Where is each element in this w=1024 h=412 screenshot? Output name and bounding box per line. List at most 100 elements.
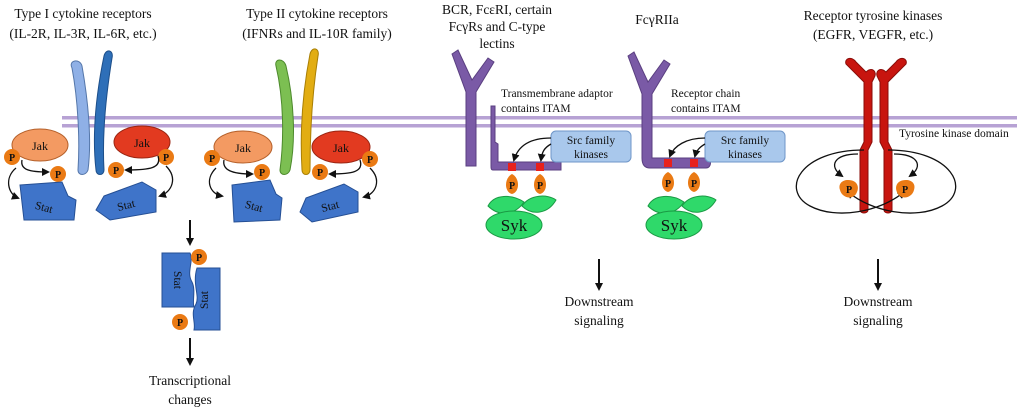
panel-title-line: Type I cytokine receptors [14,6,151,21]
stat-right [95,181,157,221]
phospho-p [534,174,546,194]
annotation-line: contains ITAM [501,103,571,115]
jak-label: Jak [235,141,251,155]
outcome-label: changes [168,392,211,407]
panel-receptor-tyrosine-kinases: Receptor tyrosine kinases (EGFR, VEGFR, … [795,8,1009,328]
phospho-p [50,166,66,182]
phosphorylation-arrow [362,167,378,200]
p-label: P [163,153,169,164]
jak-right [113,125,171,159]
p-label: P [177,318,183,329]
transmembrane-adaptor [490,105,562,171]
annotation-line: Receptor chain [671,88,741,100]
itam-motif [690,159,698,167]
panel-bcr-itam-receptors: BCR, FcεRI, certain FcγRs and C-type lec… [442,2,634,328]
annotation-line: Transmembrane adaptor [501,88,613,100]
outcome-label: signaling [853,313,903,328]
receptor-chain-a [275,59,294,175]
annotation-line: Tyrosine kinase domain [899,128,1009,140]
receptor-chain-b [300,48,319,175]
outcome-label: Downstream [565,294,634,309]
p-label: P [209,154,215,165]
phosphorylation-arrow [893,153,919,178]
jak-right [311,130,371,164]
panel-title-line: FcγRs and C-type [449,19,546,34]
outcome-label: signaling [574,313,624,328]
outcome-label: Transcriptional [149,373,231,388]
phospho-p [839,180,858,198]
receptor-chain-with-itam [627,51,711,169]
jak-label: Jak [134,136,150,150]
p-label: P [113,166,119,177]
p-label: P [665,179,671,190]
phosphorylation-arrow [511,137,552,162]
p-label: P [902,185,908,196]
panel-title-line: BCR, FcεRI, certain [442,2,552,17]
panel-type1-cytokine-receptors: Type I cytokine receptors (IL-2R, IL-3R,… [4,6,174,221]
y-shaped-receptor [451,49,495,167]
phospho-p [362,151,378,167]
stat-label: Stat [320,199,341,215]
phospho-p [312,164,328,180]
p-label: P [196,253,202,264]
panel-title-line: lectins [479,36,514,51]
stat-label: Stat [199,290,211,309]
phospho-p [896,180,915,198]
panel-title-line: Type II cytokine receptors [246,6,388,21]
phosphorylation-arrow [537,143,552,162]
p-label: P [509,181,515,192]
stat-right [299,183,359,223]
panel-type2-cytokine-receptors: Type II cytokine receptors (IFNRs and IL… [204,6,392,223]
receptor-chain-a [70,60,91,175]
jak-label: Jak [333,141,349,155]
annotation-line: contains ITAM [671,103,741,115]
phospho-p [688,172,700,192]
panel-title-line: (IFNRs and IL-10R family) [242,26,392,41]
stat-label: Stat [244,199,265,215]
src-family-kinases-box [704,130,786,163]
phosphorylation-arrow [8,167,20,200]
p-label: P [259,168,265,179]
itam-motif [664,159,672,167]
phosphorylation-arrow [328,159,362,178]
p-label: P [9,153,15,164]
phosphorylation-arrow [158,165,174,198]
phosphorylation-arrow [223,159,254,178]
phosphorylation-arrow [124,155,160,174]
phospho-p [4,149,20,165]
phosphorylation-arrow [21,159,50,176]
phospho-p [204,150,220,166]
stat-label: Stat [34,200,55,216]
syk-label: Syk [501,216,528,235]
stat-dimer-right [192,267,221,331]
panel-title-line: FcγRIIa [635,12,678,27]
receptor-chain-b [93,50,113,175]
phospho-p [191,249,207,265]
phospho-p [172,314,188,330]
p-label: P [317,168,323,179]
src-family-kinases-box [550,130,632,163]
p-label: P [55,170,61,181]
p-label: P [846,185,852,196]
phospho-p [254,164,270,180]
syk-kinase: Syk [485,195,557,240]
jak-left [11,128,69,162]
jak-label: Jak [32,139,48,153]
jak-left [213,130,273,164]
panel-title-line: (EGFR, VEGFR, etc.) [813,27,933,42]
cross-phosphorylation-loop [846,149,957,214]
phospho-p [506,174,518,194]
itam-motif [508,163,516,171]
phosphorylation-arrow [833,153,859,178]
panel-title-line: Receptor tyrosine kinases [804,8,943,23]
panel-title-line: (IL-2R, IL-3R, IL-6R, etc.) [9,26,156,41]
itam-motif [536,163,544,171]
src-label: Src family [567,135,615,147]
phosphorylation-arrow [208,167,224,199]
phosphorylation-arrow [668,137,706,158]
stat-left [231,179,283,223]
stat-dimer-left [161,252,195,308]
p-label: P [691,179,697,190]
src-label: kinases [574,149,608,161]
